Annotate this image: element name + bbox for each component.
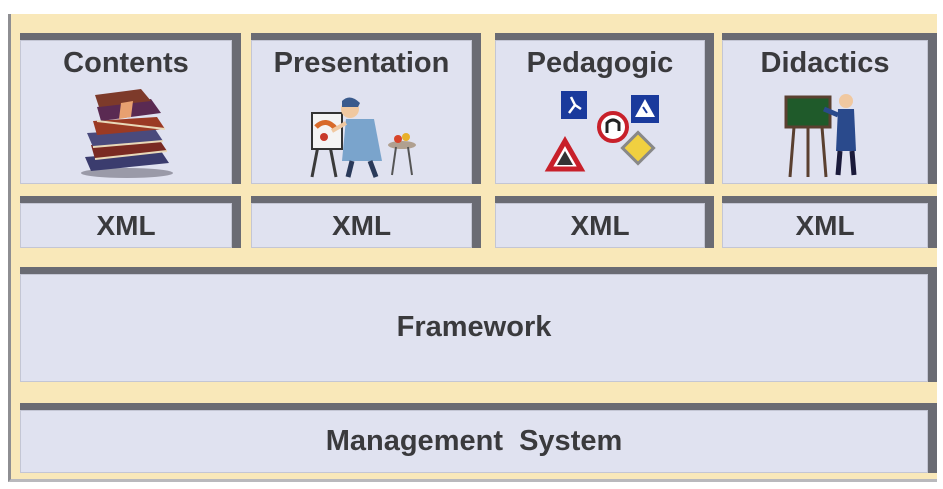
- module-didactics: Didactics: [722, 40, 928, 184]
- xml-bar-didactics: XML: [722, 203, 928, 248]
- management-system-layer: Management System: [20, 410, 928, 473]
- framework-label: Framework: [396, 311, 552, 343]
- management-system-label: Management System: [325, 425, 623, 457]
- xml-bar-pedagogic: XML: [495, 203, 705, 248]
- xml-label: XML: [795, 210, 855, 241]
- module-presentation: Presentation: [251, 40, 472, 184]
- module-label-contents: Contents: [63, 47, 189, 79]
- module-label-presentation: Presentation: [273, 47, 450, 79]
- module-contents: Contents: [20, 40, 232, 184]
- teacher-blackboard-icon: [784, 94, 857, 178]
- xml-label: XML: [331, 210, 392, 241]
- books-icon: [81, 89, 173, 178]
- module-pedagogic: Pedagogic: [495, 40, 705, 184]
- module-label-pedagogic: Pedagogic: [526, 47, 674, 79]
- xml-bar-presentation: XML: [251, 203, 472, 248]
- xml-label: XML: [570, 210, 630, 241]
- module-label-didactics: Didactics: [760, 47, 890, 79]
- road-signs-icon: [544, 91, 659, 172]
- painter-icon: [310, 97, 416, 178]
- framework-layer: Framework: [20, 274, 928, 382]
- xml-label: XML: [96, 210, 156, 241]
- xml-bar-contents: XML: [20, 203, 232, 248]
